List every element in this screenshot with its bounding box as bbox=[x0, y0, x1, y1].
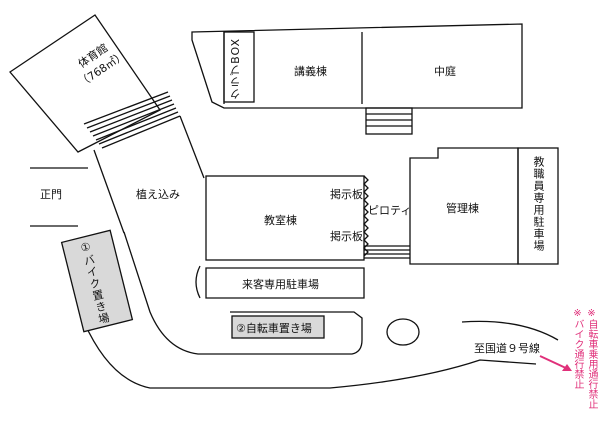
road-to-route bbox=[461, 320, 559, 341]
bicycle-parking-label: ②自転車置き場 bbox=[236, 322, 312, 335]
staff-parking-label: 教職員専用駐車場 bbox=[532, 156, 545, 252]
classroom-building bbox=[205, 175, 365, 261]
to-route-label: 至国道９号線 bbox=[474, 342, 540, 355]
lecture-hall-label: 講義棟 bbox=[294, 65, 327, 78]
roundabout bbox=[386, 318, 420, 346]
staff-parking-lot bbox=[517, 147, 559, 265]
piloti-passage bbox=[364, 245, 410, 259]
bike-parking-lot bbox=[60, 229, 134, 333]
club-box bbox=[223, 31, 255, 103]
piloti-zigzag bbox=[363, 175, 369, 257]
gym-stairs bbox=[83, 91, 181, 149]
road-lower-inner bbox=[123, 231, 363, 355]
notice-bicycle-text: ※自転車乗用通行禁止 bbox=[586, 308, 597, 409]
main-gate-label: 正門 bbox=[40, 188, 62, 201]
notice-arrow bbox=[539, 355, 569, 370]
piloti-label: ピロティ bbox=[368, 204, 412, 217]
planting-label: 植え込み bbox=[136, 188, 180, 201]
notice-bike-text: ※バイク通行禁止 bbox=[572, 308, 583, 389]
admin-label: 管理棟 bbox=[446, 202, 479, 215]
visitor-parking-label: 来客専用駐車場 bbox=[242, 278, 319, 291]
lecture-stairs bbox=[365, 107, 413, 135]
bicycle-parking-lot bbox=[231, 315, 325, 339]
road-outer bbox=[83, 321, 537, 389]
bulletin-board-2-label: 掲示板 bbox=[330, 230, 363, 243]
walkway-left bbox=[93, 149, 125, 234]
bulletin-board-1-label: 掲示板 bbox=[330, 188, 363, 201]
club-box-label: クラブBOX bbox=[229, 38, 242, 100]
visitor-parking-lot bbox=[205, 267, 365, 299]
walkway-right bbox=[179, 115, 205, 179]
courtyard-label: 中庭 bbox=[434, 65, 456, 78]
notice-arrow-head bbox=[562, 364, 572, 371]
classroom-label: 教室棟 bbox=[264, 214, 297, 227]
lecture-building bbox=[191, 23, 523, 109]
